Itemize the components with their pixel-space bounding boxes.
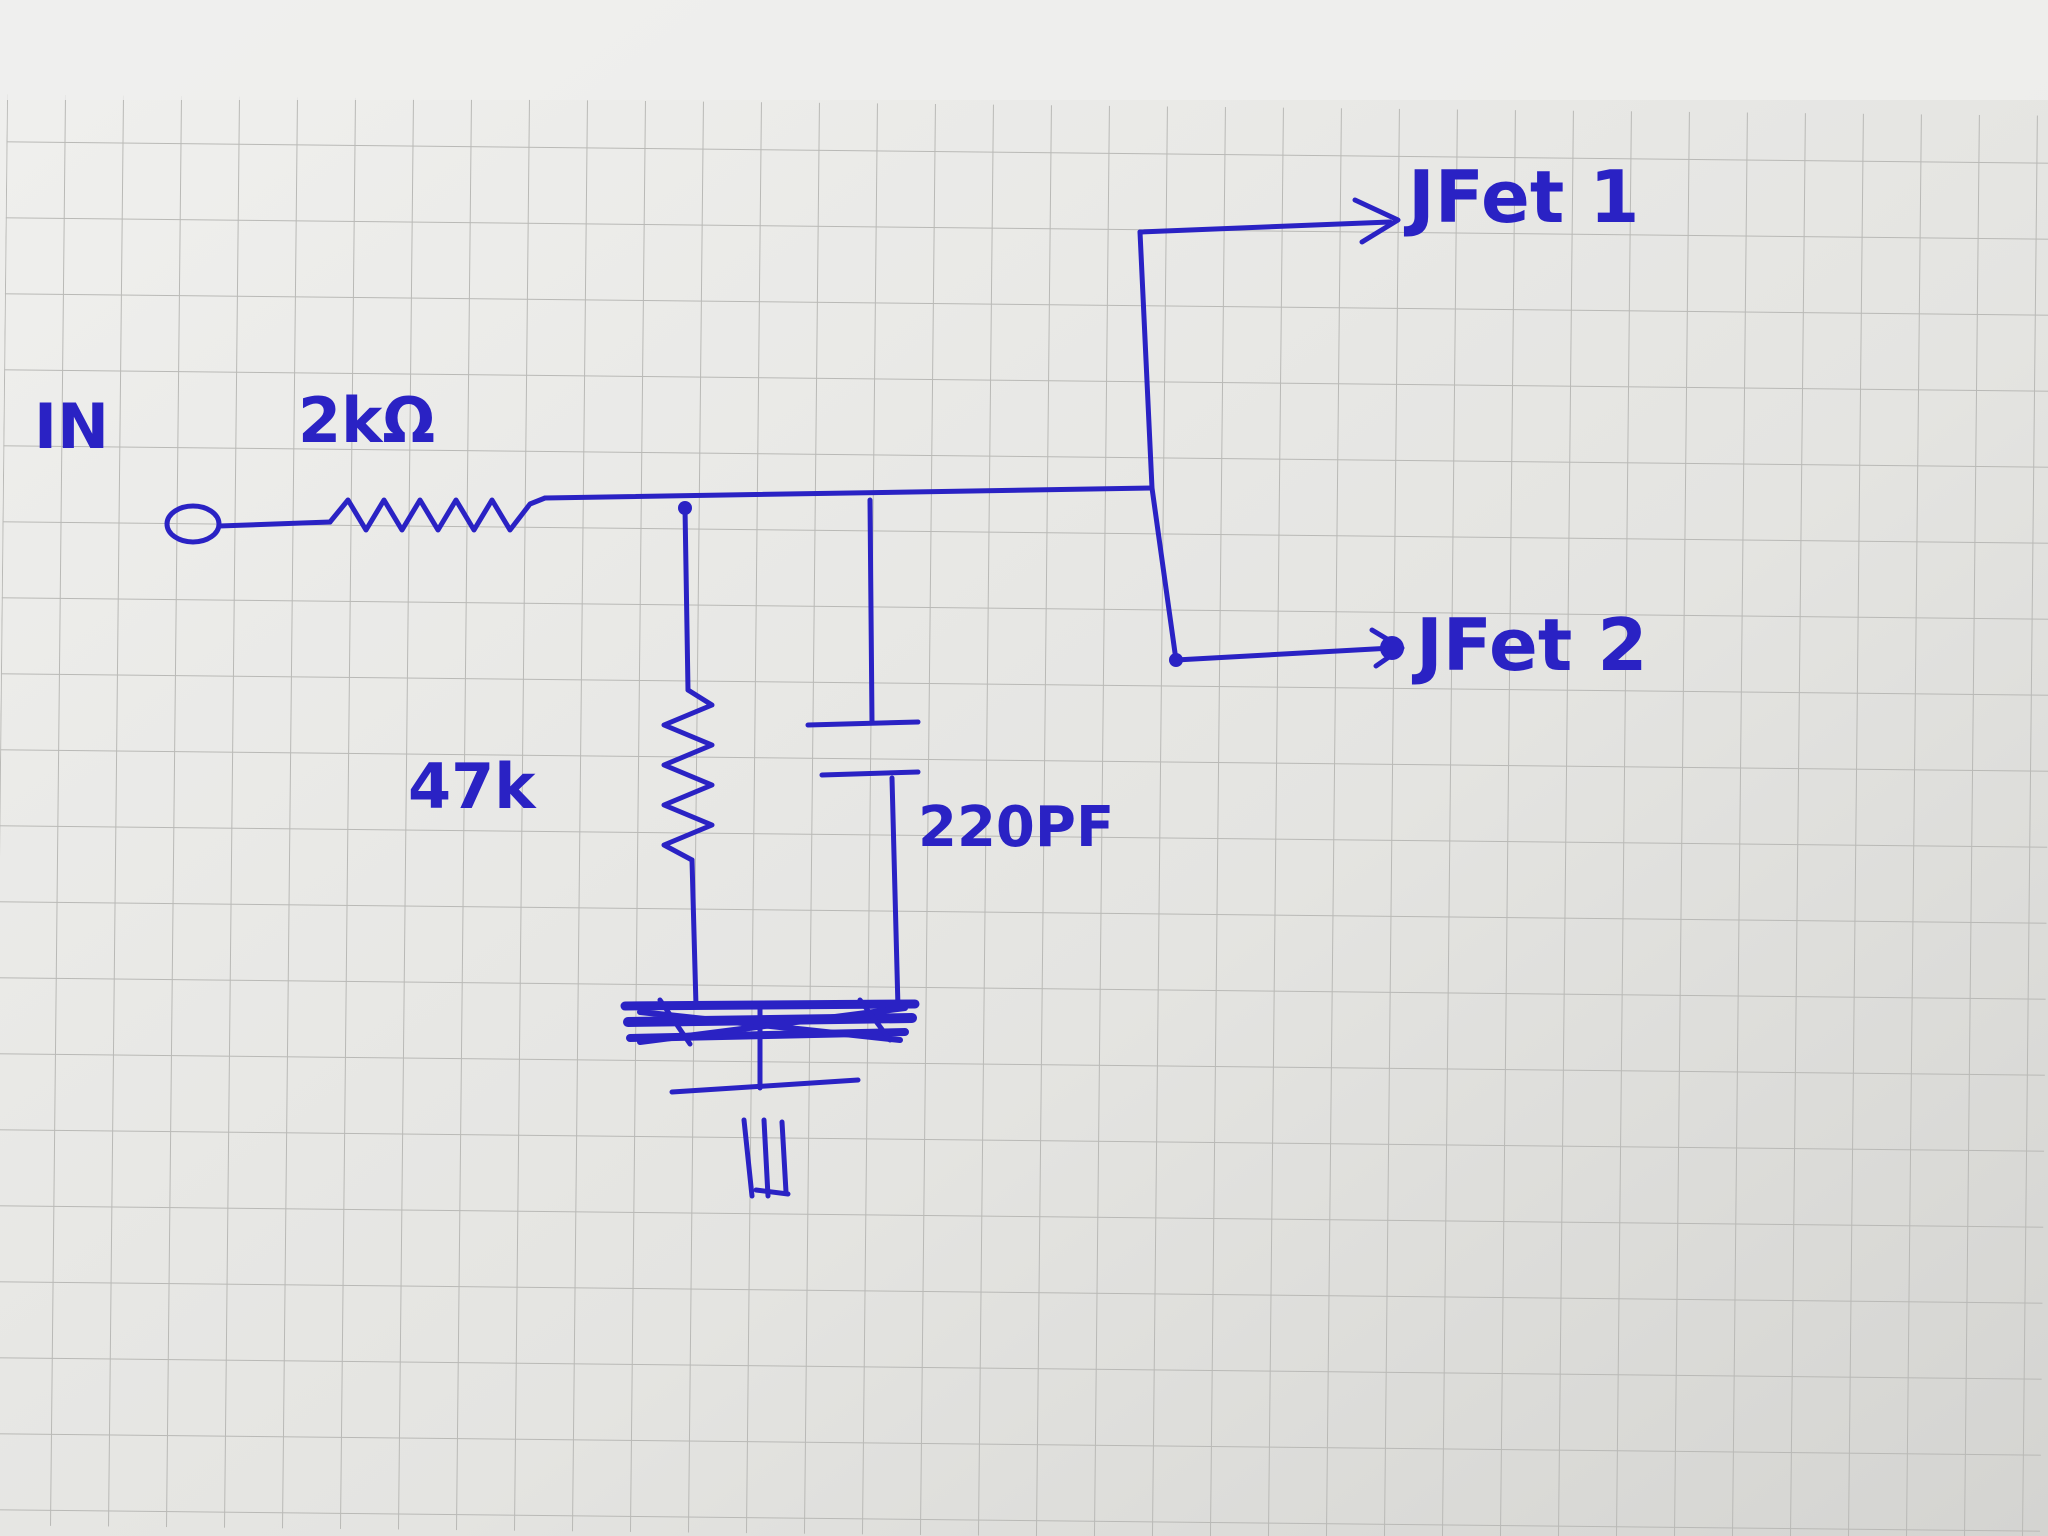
ground-line-5 <box>753 1187 791 1197</box>
capacitor-label: 220PF <box>918 795 1114 860</box>
input-lead <box>216 519 333 529</box>
grid-lines <box>0 94 2048 1536</box>
series-resistor-label: 2kΩ <box>298 384 435 457</box>
ground-bus <box>620 997 920 1047</box>
shunt-resistor-symbol <box>661 687 715 863</box>
ground-line-1 <box>669 1077 861 1095</box>
paper-top-margin <box>0 0 2048 100</box>
main-bus <box>542 485 1155 501</box>
capacitor-bottom-lead <box>889 775 901 1011</box>
shunt-resistor-top-lead <box>682 505 691 693</box>
capacitor-top-lead <box>867 497 875 725</box>
capacitor-top-plate <box>805 719 921 728</box>
circuit-wires <box>164 197 1405 1199</box>
ground-line-4 <box>779 1119 789 1195</box>
output-1-label: JFet 1 <box>1403 155 1639 239</box>
ground-line-3 <box>761 1117 771 1199</box>
series-resistor-symbol <box>327 495 548 533</box>
junction-dots <box>678 501 1404 667</box>
shunt-resistor-label: 47k <box>408 750 537 823</box>
output-2-label: JFet 2 <box>1411 603 1647 687</box>
output-1-arrow <box>1352 197 1401 245</box>
output-2-wire <box>1173 645 1395 663</box>
output-1-wire <box>1137 219 1393 235</box>
output-branch <box>1137 229 1179 663</box>
shunt-resistor-bottom-lead <box>689 857 699 1009</box>
input-label: IN <box>34 390 109 463</box>
capacitor-bottom-plate <box>819 769 921 778</box>
ground-line-2 <box>741 1117 755 1199</box>
